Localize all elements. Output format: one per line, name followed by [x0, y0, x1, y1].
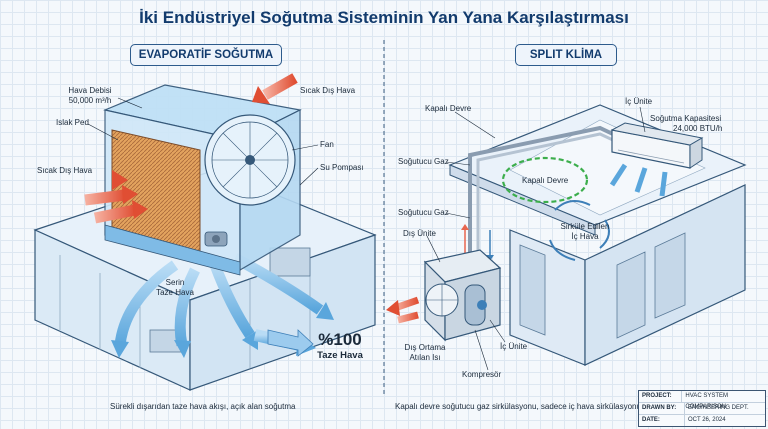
fresh-air-big-arrow: [267, 329, 314, 357]
fan-label: Fan: [320, 140, 334, 149]
title-block-project-row: PROJECT: HVAC SYSTEM COMPARISON: [639, 391, 765, 410]
cool-air-label-line1: Serin: [165, 278, 185, 287]
outdoor-unit: [423, 249, 502, 342]
wet-pad-label: Islak Ped: [56, 118, 89, 127]
recirculation-arrows: [549, 200, 610, 261]
indoor-unit-bottom-label: İç Ünite: [500, 342, 528, 351]
fresh-air-label: Taze Hava: [317, 350, 363, 361]
hot-air-left-label: Sıcak Dış Hava: [37, 166, 93, 175]
recirculated-air-label-line1: Sirküle Edilen: [560, 222, 610, 231]
closed-loop-inner-label: Kapalı Devre: [522, 176, 569, 185]
capacity-value-label: 24,000 BTU/h: [673, 124, 723, 133]
left-panel-caption: Sürekli dışarıdan taze hava akışı, açık …: [110, 402, 296, 411]
fresh-air-percent: %100: [318, 330, 362, 349]
heat-rejected-label-line1: Dış Ortama: [404, 343, 446, 352]
closed-loop-label: Kapalı Devre: [425, 104, 472, 113]
right-panel-caption: Kapalı devre soğutucu gaz sirkülasyonu, …: [395, 402, 641, 411]
title-block-date-key: DATE:: [639, 415, 685, 426]
title-block-date-row: DATE: OCT 26, 2024: [639, 415, 765, 426]
cool-air-label-line2: Taze Hava: [156, 288, 194, 297]
title-block: PROJECT: HVAC SYSTEM COMPARISON DRAWN BY…: [638, 390, 766, 427]
water-pump-label: Su Pompası: [320, 163, 364, 172]
right-panel-heading: SPLIT KLİMA: [515, 44, 617, 66]
closed-loop-ring: [501, 156, 589, 204]
evaporative-cooler-unit: [103, 84, 302, 276]
indoor-cool-air: [609, 163, 668, 197]
title-block-project-key: PROJECT:: [639, 391, 683, 402]
refrigerant-label-1: Soğutucu Gaz: [398, 157, 449, 166]
hot-air-top-label: Sıcak Dış Hava: [300, 86, 356, 95]
leader-lines-left: [87, 97, 319, 186]
left-panel-heading: EVAPORATİF SOĞUTMA: [130, 44, 282, 66]
airflow-value-label: 50,000 m³/h: [68, 96, 112, 105]
page-title: İki Endüstriyel Soğutma Sisteminin Yan Y…: [139, 8, 629, 27]
heat-rejected-label-line2: Atılan Isı: [409, 353, 441, 362]
capacity-title-label: Soğutma Kapasitesi: [650, 114, 722, 123]
heat-exhaust-arrows: [386, 296, 420, 324]
indoor-unit: [610, 122, 704, 169]
outdoor-unit-label: Dış Ünite: [403, 229, 436, 238]
title-block-drawn-key: DRAWN BY:: [639, 403, 685, 414]
title-block-drawn-value: ENGINEERING DEPT.: [688, 405, 749, 411]
title-block-project-value: HVAC SYSTEM COMPARISON: [685, 393, 728, 410]
compressor-label: Kompresör: [462, 370, 502, 379]
hot-air-arrows-left: [70, 73, 298, 224]
title-block-drawn-row: DRAWN BY: ENGINEERING DEPT.: [639, 403, 765, 415]
recirculated-air-label-line2: İç Hava: [571, 232, 599, 241]
leader-lines-right: [426, 106, 646, 371]
title-block-date-value: OCT 26, 2024: [688, 417, 726, 423]
indoor-unit-top-label: İç Ünite: [625, 97, 653, 106]
airflow-title-label: Hava Debisi: [68, 86, 112, 95]
refrigerant-label-2: Soğutucu Gaz: [398, 208, 449, 217]
